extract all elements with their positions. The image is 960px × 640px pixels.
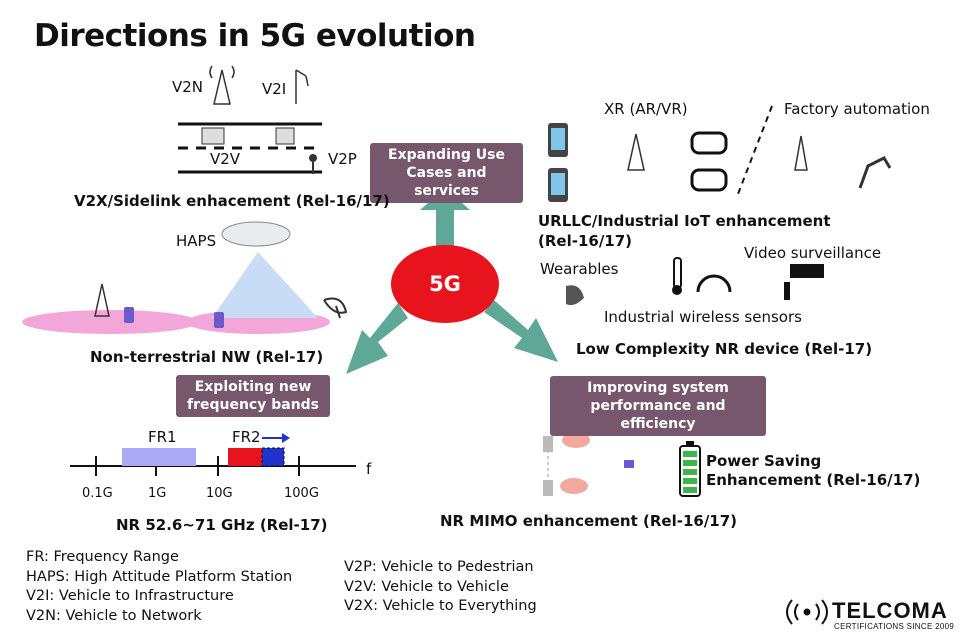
- box-line: frequency bands: [186, 397, 320, 413]
- coverage-ellipse-left: [22, 310, 198, 334]
- heading-power-saving: Power Saving: [706, 452, 822, 470]
- arrow-up: [420, 188, 470, 250]
- vr-headset-icon: [690, 131, 728, 155]
- legend-item: V2X: Vehicle to Everything: [344, 598, 537, 614]
- heading-urllc-rel: (Rel-16/17): [538, 232, 633, 250]
- label-haps: HAPS: [176, 232, 217, 250]
- legend-item: V2I: Vehicle to Infrastructure: [26, 588, 234, 604]
- label-sensors: Industrial wireless sensors: [604, 308, 802, 326]
- label-wearables: Wearables: [540, 260, 619, 278]
- freq-axis: [70, 456, 356, 476]
- divider-line: [737, 105, 773, 195]
- car-icon: [201, 127, 295, 145]
- tick-label: 100G: [284, 486, 319, 501]
- legend-item: HAPS: High Attitude Platform Station: [26, 568, 293, 585]
- tick-label: 0.1G: [82, 486, 113, 501]
- fr2-extension: [261, 447, 285, 467]
- ground-tower-icon: [94, 283, 110, 317]
- box-line: Cases and services: [406, 165, 487, 199]
- arrow-right: [484, 300, 558, 362]
- xr-tower-icon: [627, 133, 645, 171]
- fr1-band: [122, 448, 196, 466]
- tick-label: 10G: [206, 486, 233, 501]
- smartwatch-icon: [566, 285, 584, 306]
- heading-urllc: URLLC/Industrial IoT enhancement: [538, 212, 831, 230]
- legend-item: FR: Frequency Range: [26, 549, 179, 565]
- heading-redcap: Low Complexity NR device (Rel-17): [576, 340, 873, 358]
- thermometer-icon: [673, 257, 682, 289]
- label-v2v: V2V: [210, 150, 241, 168]
- label-v2n: V2N: [172, 78, 204, 96]
- legend-right: V2P: Vehicle to Pedestrian V2V: Vehicle …: [344, 558, 537, 617]
- label-v2p: V2P: [328, 150, 357, 168]
- legend-item: V2N: Vehicle to Network: [26, 607, 202, 624]
- heading-ntn: Non-terrestrial NW (Rel-17): [90, 348, 324, 366]
- label-xr: XR (AR/VR): [604, 100, 688, 118]
- fr2-band: [228, 448, 264, 466]
- logo-tagline: CERTIFICATIONS SINCE 2009: [834, 622, 955, 631]
- box-improving-performance: Improving system performance and efficie…: [550, 376, 766, 436]
- base-station-icon: [543, 436, 553, 452]
- phone-icon-2: [214, 312, 224, 328]
- gauge-icon: [696, 274, 732, 293]
- label-video: Video surveillance: [744, 244, 882, 262]
- center-arrows: [346, 188, 558, 374]
- beam-icon-2: [560, 478, 588, 494]
- heading-v2x: V2X/Sidelink enhacement (Rel-16/17): [74, 192, 390, 210]
- camera-icon: [790, 264, 824, 278]
- streetlight-icon: [295, 69, 309, 104]
- robot-arm-icon: [858, 156, 892, 189]
- box-line: Exploiting new: [194, 379, 312, 395]
- box-line: performance and efficiency: [590, 398, 726, 432]
- base-station-icon-2: [543, 480, 553, 496]
- satellite-dish-icon: [323, 297, 348, 319]
- box-exploiting-frequency: Exploiting new frequency bands: [176, 375, 330, 417]
- arrow-left: [346, 303, 408, 374]
- tick-label: 1G: [148, 486, 167, 501]
- beam-icon: [562, 432, 590, 448]
- heading-mimo: NR MIMO enhancement (Rel-16/17): [440, 512, 738, 530]
- label-axis-f: f: [366, 460, 372, 478]
- telcoma-logo-icon: [786, 599, 828, 625]
- phone-icon: [124, 307, 134, 323]
- box-line: Expanding Use: [388, 147, 505, 163]
- center-5g: 5G: [391, 245, 499, 323]
- tower-icon: [209, 65, 235, 105]
- label-v2i: V2I: [262, 80, 287, 98]
- v2x-road: [178, 122, 322, 174]
- legend-left: FR: Frequency Range HAPS: High Attitude …: [26, 548, 292, 626]
- page-title: Directions in 5G evolution: [34, 18, 476, 54]
- legend-item: V2P: Vehicle to Pedestrian: [344, 559, 534, 575]
- box-line: Improving system: [587, 380, 729, 396]
- box-expanding-use-cases: Expanding Use Cases and services: [370, 143, 523, 203]
- ue-icon: [624, 460, 634, 468]
- label-factory: Factory automation: [784, 100, 930, 118]
- vr-headset-icon-2: [690, 168, 728, 192]
- label-fr2: FR2: [232, 428, 261, 446]
- airship-icon: [221, 221, 291, 247]
- logo-name: TELCOMA: [832, 598, 948, 623]
- pedestrian-icon: [309, 154, 317, 162]
- legend-item: V2V: Vehicle to Vehicle: [344, 578, 509, 595]
- factory-tower-icon: [794, 135, 808, 171]
- heading-power-saving-rel: Enhancement (Rel-16/17): [706, 471, 921, 489]
- heading-freq: NR 52.6~71 GHz (Rel-17): [116, 516, 328, 534]
- haps-beam: [212, 252, 318, 318]
- label-fr1: FR1: [148, 428, 177, 446]
